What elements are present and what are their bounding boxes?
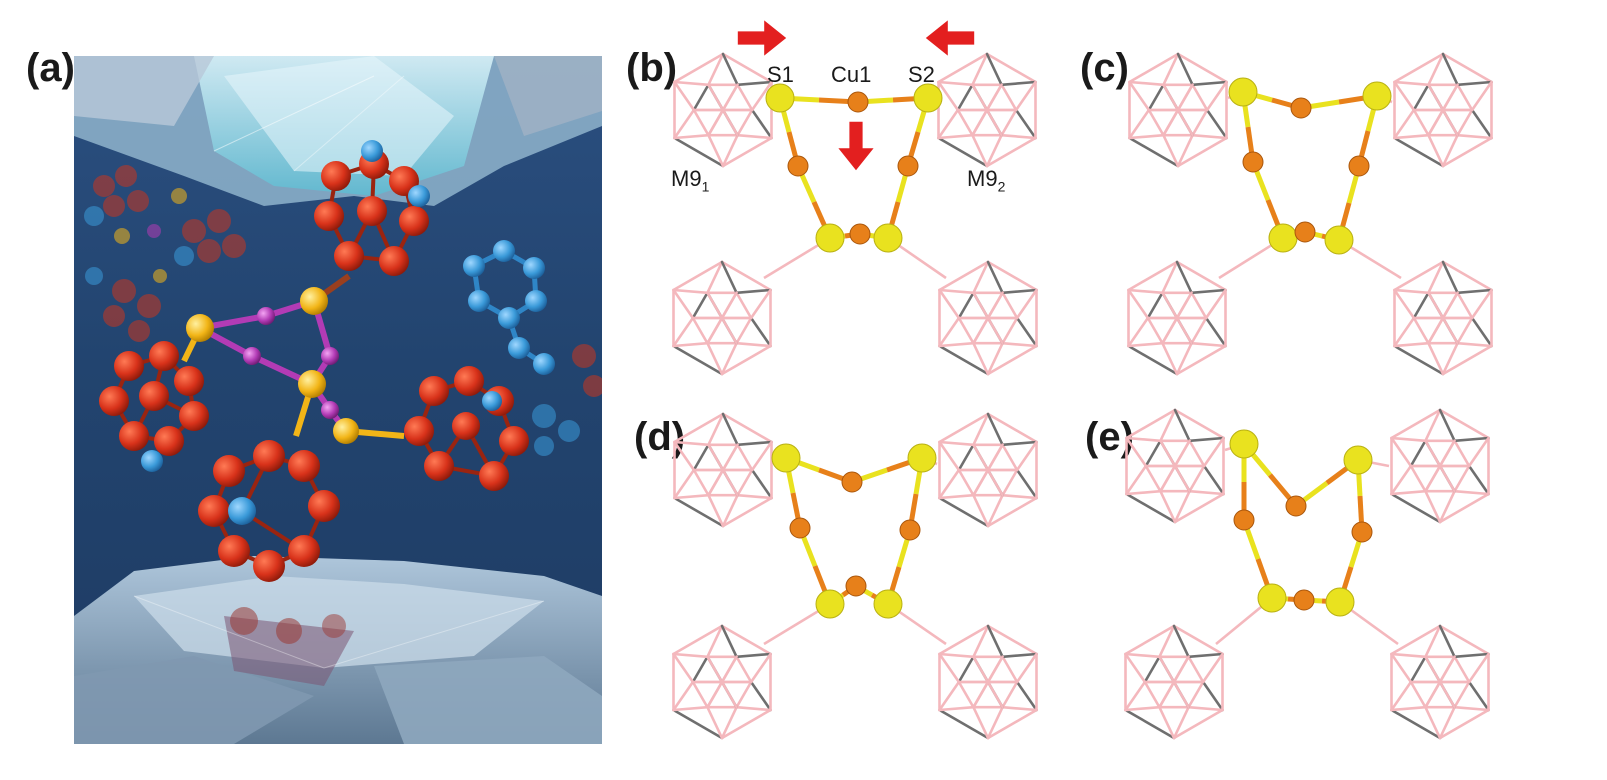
label-m9-2-main: M9 [967,166,998,191]
label-cu1: Cu1 [831,62,872,87]
m9-cage-2 [1390,408,1490,524]
panel-label-a: (a) [26,46,75,90]
label-m9-1-main: M9 [671,166,702,191]
m9-cage-2 [1393,52,1493,168]
render-illustration-panel [74,56,602,744]
panel-label-b: (b) [626,46,678,90]
m9-cage-1 [673,412,773,528]
red-cage-right [404,366,529,491]
s-cu-framework [763,83,947,280]
m9-cage-4 [938,624,1038,740]
s-cu-framework [763,443,947,646]
arrow-down-icon [838,121,874,171]
red-cage-left [99,341,209,472]
compression-arrows [737,20,975,171]
label-s1: S1 [767,62,794,87]
label-m9-2: M92 [967,166,1006,195]
m9-cage-1 [1128,52,1228,168]
panel-label-d: (d) [634,415,686,459]
m9-cage-4 [938,260,1038,376]
label-m9-1: M91 [671,166,710,195]
m9-cage-3 [672,624,772,740]
structure-b [672,20,1038,376]
arrow-left-icon [925,20,975,56]
structure-d [672,412,1038,740]
m9-cage-2 [938,412,1038,528]
structure-e [1124,408,1490,740]
m9-cage-1 [673,52,773,168]
m9-cage-4 [1390,624,1490,740]
red-cage-top [314,140,430,276]
s-cu-framework [1218,77,1402,280]
m9-cage-1 [1125,408,1225,524]
m9-cage-3 [672,260,772,376]
m9-cage-2 [937,52,1037,168]
s-cu-framework [1215,429,1399,646]
red-cage-bottom [198,440,340,582]
blue-ring-molecule [463,240,555,375]
label-m9-2-sub: 2 [997,178,1006,195]
label-s2: S2 [908,62,935,87]
background-molecules [84,165,602,456]
panel-label-c: (c) [1080,46,1129,90]
central-molecular-ring [181,273,405,444]
bottom-diamond-anvil [74,556,602,744]
m9-cage-3 [1127,260,1227,376]
structure-c [1127,52,1493,376]
top-diamond-anvil [74,56,602,206]
m9-cage-3 [1124,624,1224,740]
m9-cage-4 [1393,260,1493,376]
arrow-right-icon [737,20,787,56]
render-illustration [74,56,602,744]
label-m9-1-sub: 1 [701,178,710,195]
